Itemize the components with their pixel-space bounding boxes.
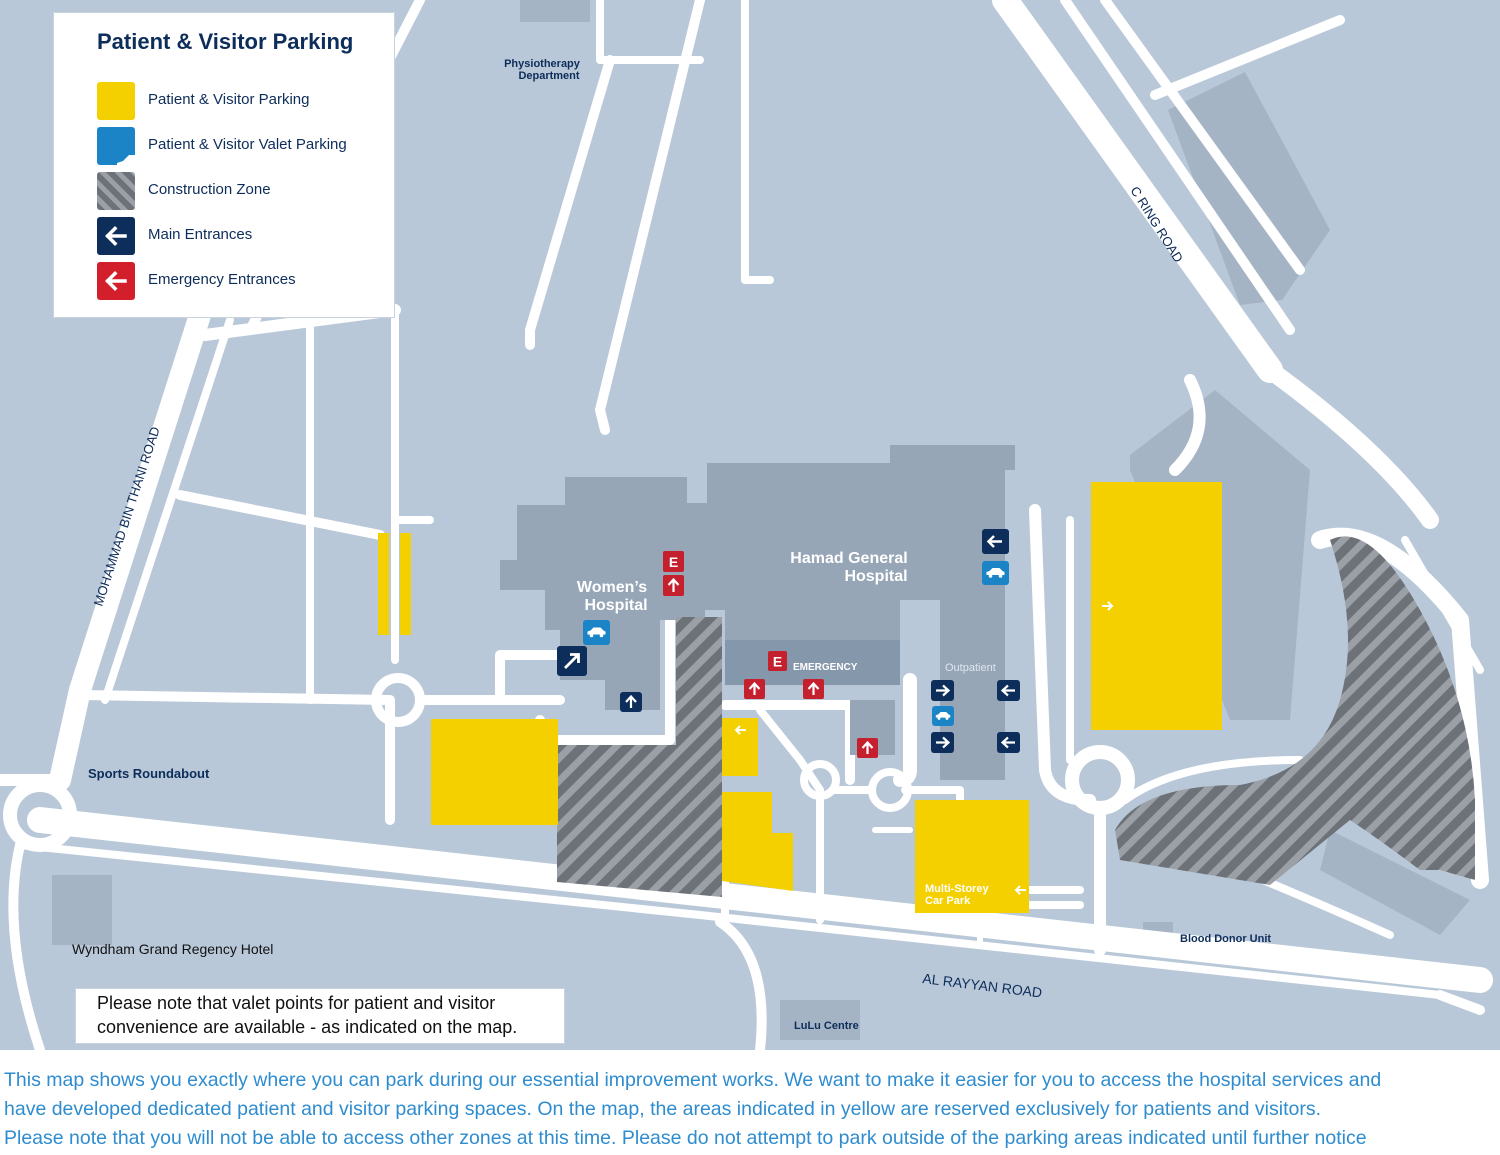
legend-item-main-entrance: Main Entrances [97,217,387,255]
emergency-letter: E [773,654,782,670]
label-hamad-2: Hospital [844,568,907,585]
label-hamad-1: Hamad General [790,550,907,567]
footer-line-3: Please note that you will not be able to… [4,1127,1367,1149]
construction-zone-west [557,617,722,897]
label-emergency: EMERGENCY [793,662,858,673]
label-physiotherapy-2: Department [518,70,579,82]
legend-label: Patient & Visitor Valet Parking [148,136,347,153]
label-multistorey-2: Car Park [925,895,971,907]
label-sports-roundabout: Sports Roundabout [88,766,210,781]
legend-label: Main Entrances [148,226,253,243]
legend-item-construction: Construction Zone [97,172,387,210]
label-womens-1: Women’s [577,579,647,596]
label-outpatient: Outpatient [945,662,996,674]
label-blood-donor: Blood Donor Unit [1180,933,1271,945]
footer-line-2: have developed dedicated patient and vis… [4,1098,1321,1120]
legend-title: Patient & Visitor Parking [97,29,354,54]
legend-item-valet: Patient & Visitor Valet Parking [97,127,387,175]
emergency-letter: E [669,554,678,570]
main-entrance-markers [557,529,1020,753]
legend-item-parking: Patient & Visitor Parking [97,82,387,120]
valet-markers [583,561,1009,726]
label-multistorey-1: Multi-Storey [925,883,989,895]
parking-mid-large [722,792,793,891]
label-lulu: LuLu Centre [794,1020,859,1032]
parking-multistorey [915,800,1029,913]
legend-label: Construction Zone [148,181,271,198]
parking-west [431,719,558,825]
valet-note-line-1: Please note that valet points for patien… [97,993,496,1013]
hospital-map: E E C RING ROAD MOHAMMAD BIN THANI ROAD … [0,0,1500,1050]
legend-label: Emergency Entrances [148,271,296,288]
yellow-swatch-icon [97,82,135,120]
hatch-swatch-icon [97,172,135,210]
label-wyndham: Wyndham Grand Regency Hotel [72,941,273,957]
roads [0,0,1493,1050]
construction-zones [557,536,1475,897]
legend-label: Patient & Visitor Parking [148,91,310,108]
valet-note: Please note that valet points for patien… [75,988,565,1044]
emergency-markers: E E [663,551,878,758]
legend: Patient & Visitor Parking Patient & Visi… [53,12,395,318]
parking-strip-left [378,533,389,635]
footer-text: This map shows you exactly where you can… [4,1066,1500,1153]
construction-zone-east [1115,536,1475,885]
label-womens-2: Hospital [584,597,647,614]
arrow-left-icon [97,217,135,255]
car-icon [97,127,153,175]
parking-access-arrows [734,601,1114,895]
arrow-left-icon [97,262,135,300]
footer-line-1: This map shows you exactly where you can… [4,1069,1382,1091]
parking-strip-right [400,533,411,635]
legend-item-emergency-entrance: Emergency Entrances [97,262,387,300]
valet-note-line-2: convenience are available - as indicated… [97,1017,518,1037]
parking-mid-small [722,718,758,776]
label-physiotherapy-1: Physiotherapy [504,58,581,70]
